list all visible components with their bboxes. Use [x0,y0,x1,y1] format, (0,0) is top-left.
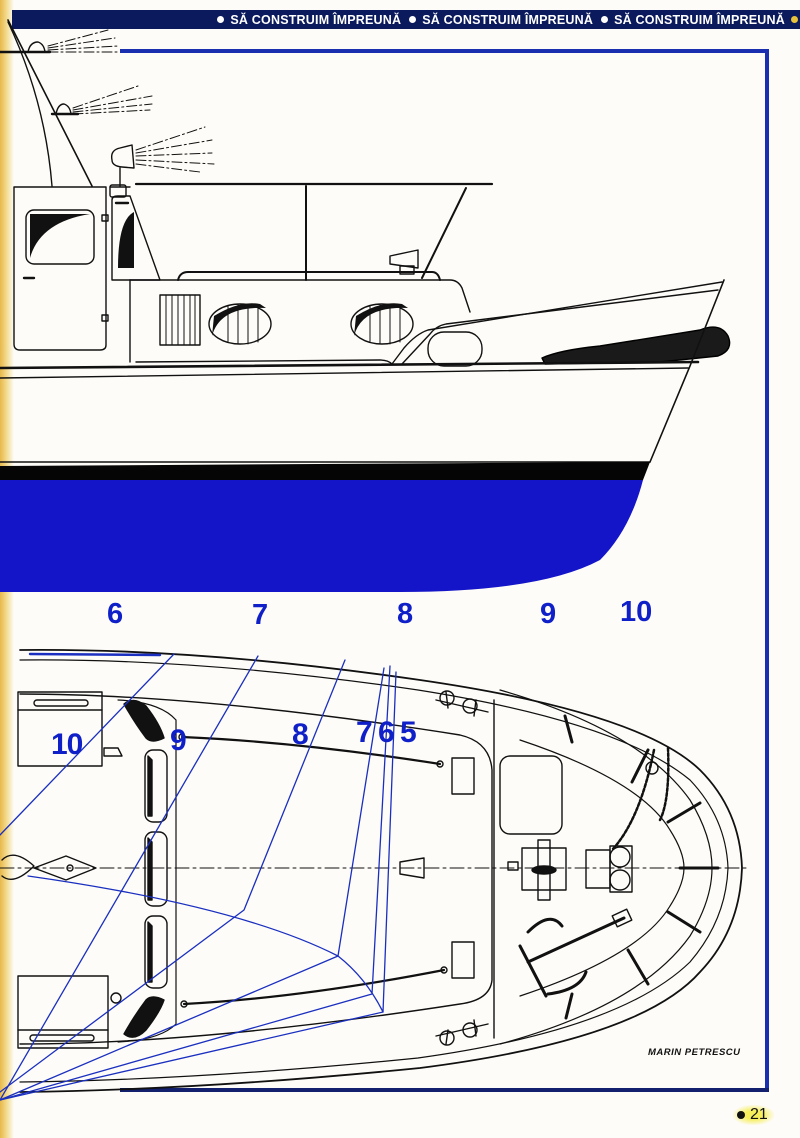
frame-border-right [765,49,769,1091]
fender [541,326,731,365]
vent-cowl [451,941,475,979]
vent-grille [159,294,201,346]
plan-label-9: 9 [170,724,187,757]
station-label-6: 6 [107,598,124,630]
vent-cowl [451,757,475,795]
frame-border-bottom [120,1088,769,1092]
bullet-icon [217,16,225,23]
masthead-light-icon [27,29,119,53]
cabin [129,279,723,367]
anchor-light-icon [55,85,153,115]
porthole [208,303,272,345]
profile-view [0,19,731,592]
anchor-icon [518,908,633,998]
vent-fitting [399,857,425,879]
series-title-2: SĂ CONSTRUIM ÎMPREUNĂ [409,13,593,27]
plan-label-8: 8 [292,718,309,751]
frame-border-top [120,49,768,53]
wheelhouse-windows-plan [123,699,168,1038]
forward-hatch [499,755,563,835]
author-credit: MARIN PETRESCU [648,1047,741,1058]
wheelhouse-window [25,209,95,265]
page-number-value: 21 [750,1106,768,1123]
hawse-fitting [427,331,483,367]
mooring-bitts-icon [585,845,633,893]
wheelhouse [13,184,161,351]
series-title-1: SĂ CONSTRUIM ÎMPREUNĂ [217,13,401,27]
plan-label-7: 7 [356,716,373,749]
hull [0,279,725,592]
hull-antifouling [0,480,643,592]
station-label-10: 10 [620,596,653,628]
bullet-icon [737,1111,745,1119]
windlass-icon [507,839,567,901]
series-title-3: SĂ CONSTRUIM ÎMPREUNĂ [601,13,800,27]
porthole [350,303,414,345]
plan-view [0,648,751,1101]
boot-stripe [0,462,650,480]
station-label-7: 7 [252,599,269,631]
plan-label-6: 6 [378,716,395,749]
bullet-icon [409,16,417,23]
station-label-8: 8 [397,598,414,630]
page-number: 21 [733,1105,774,1125]
plan-label-10: 10 [51,728,83,761]
bimini-frame [134,182,494,281]
bulwark-stanchions [563,714,720,1020]
mast [0,19,93,187]
series-header-band: SĂ CONSTRUIM ÎMPREUNĂ SĂ CONSTRUIM ÎMPRE… [12,10,800,29]
bullet-icon [601,16,609,23]
horn-icon [389,249,419,275]
stem-fitting [1,854,97,881]
bullet-icon [791,16,798,23]
plan-label-5: 5 [400,716,417,749]
station-label-9: 9 [540,598,557,630]
station-lines [0,653,397,1101]
cleats [435,690,489,1046]
searchlight-icon [110,126,215,187]
